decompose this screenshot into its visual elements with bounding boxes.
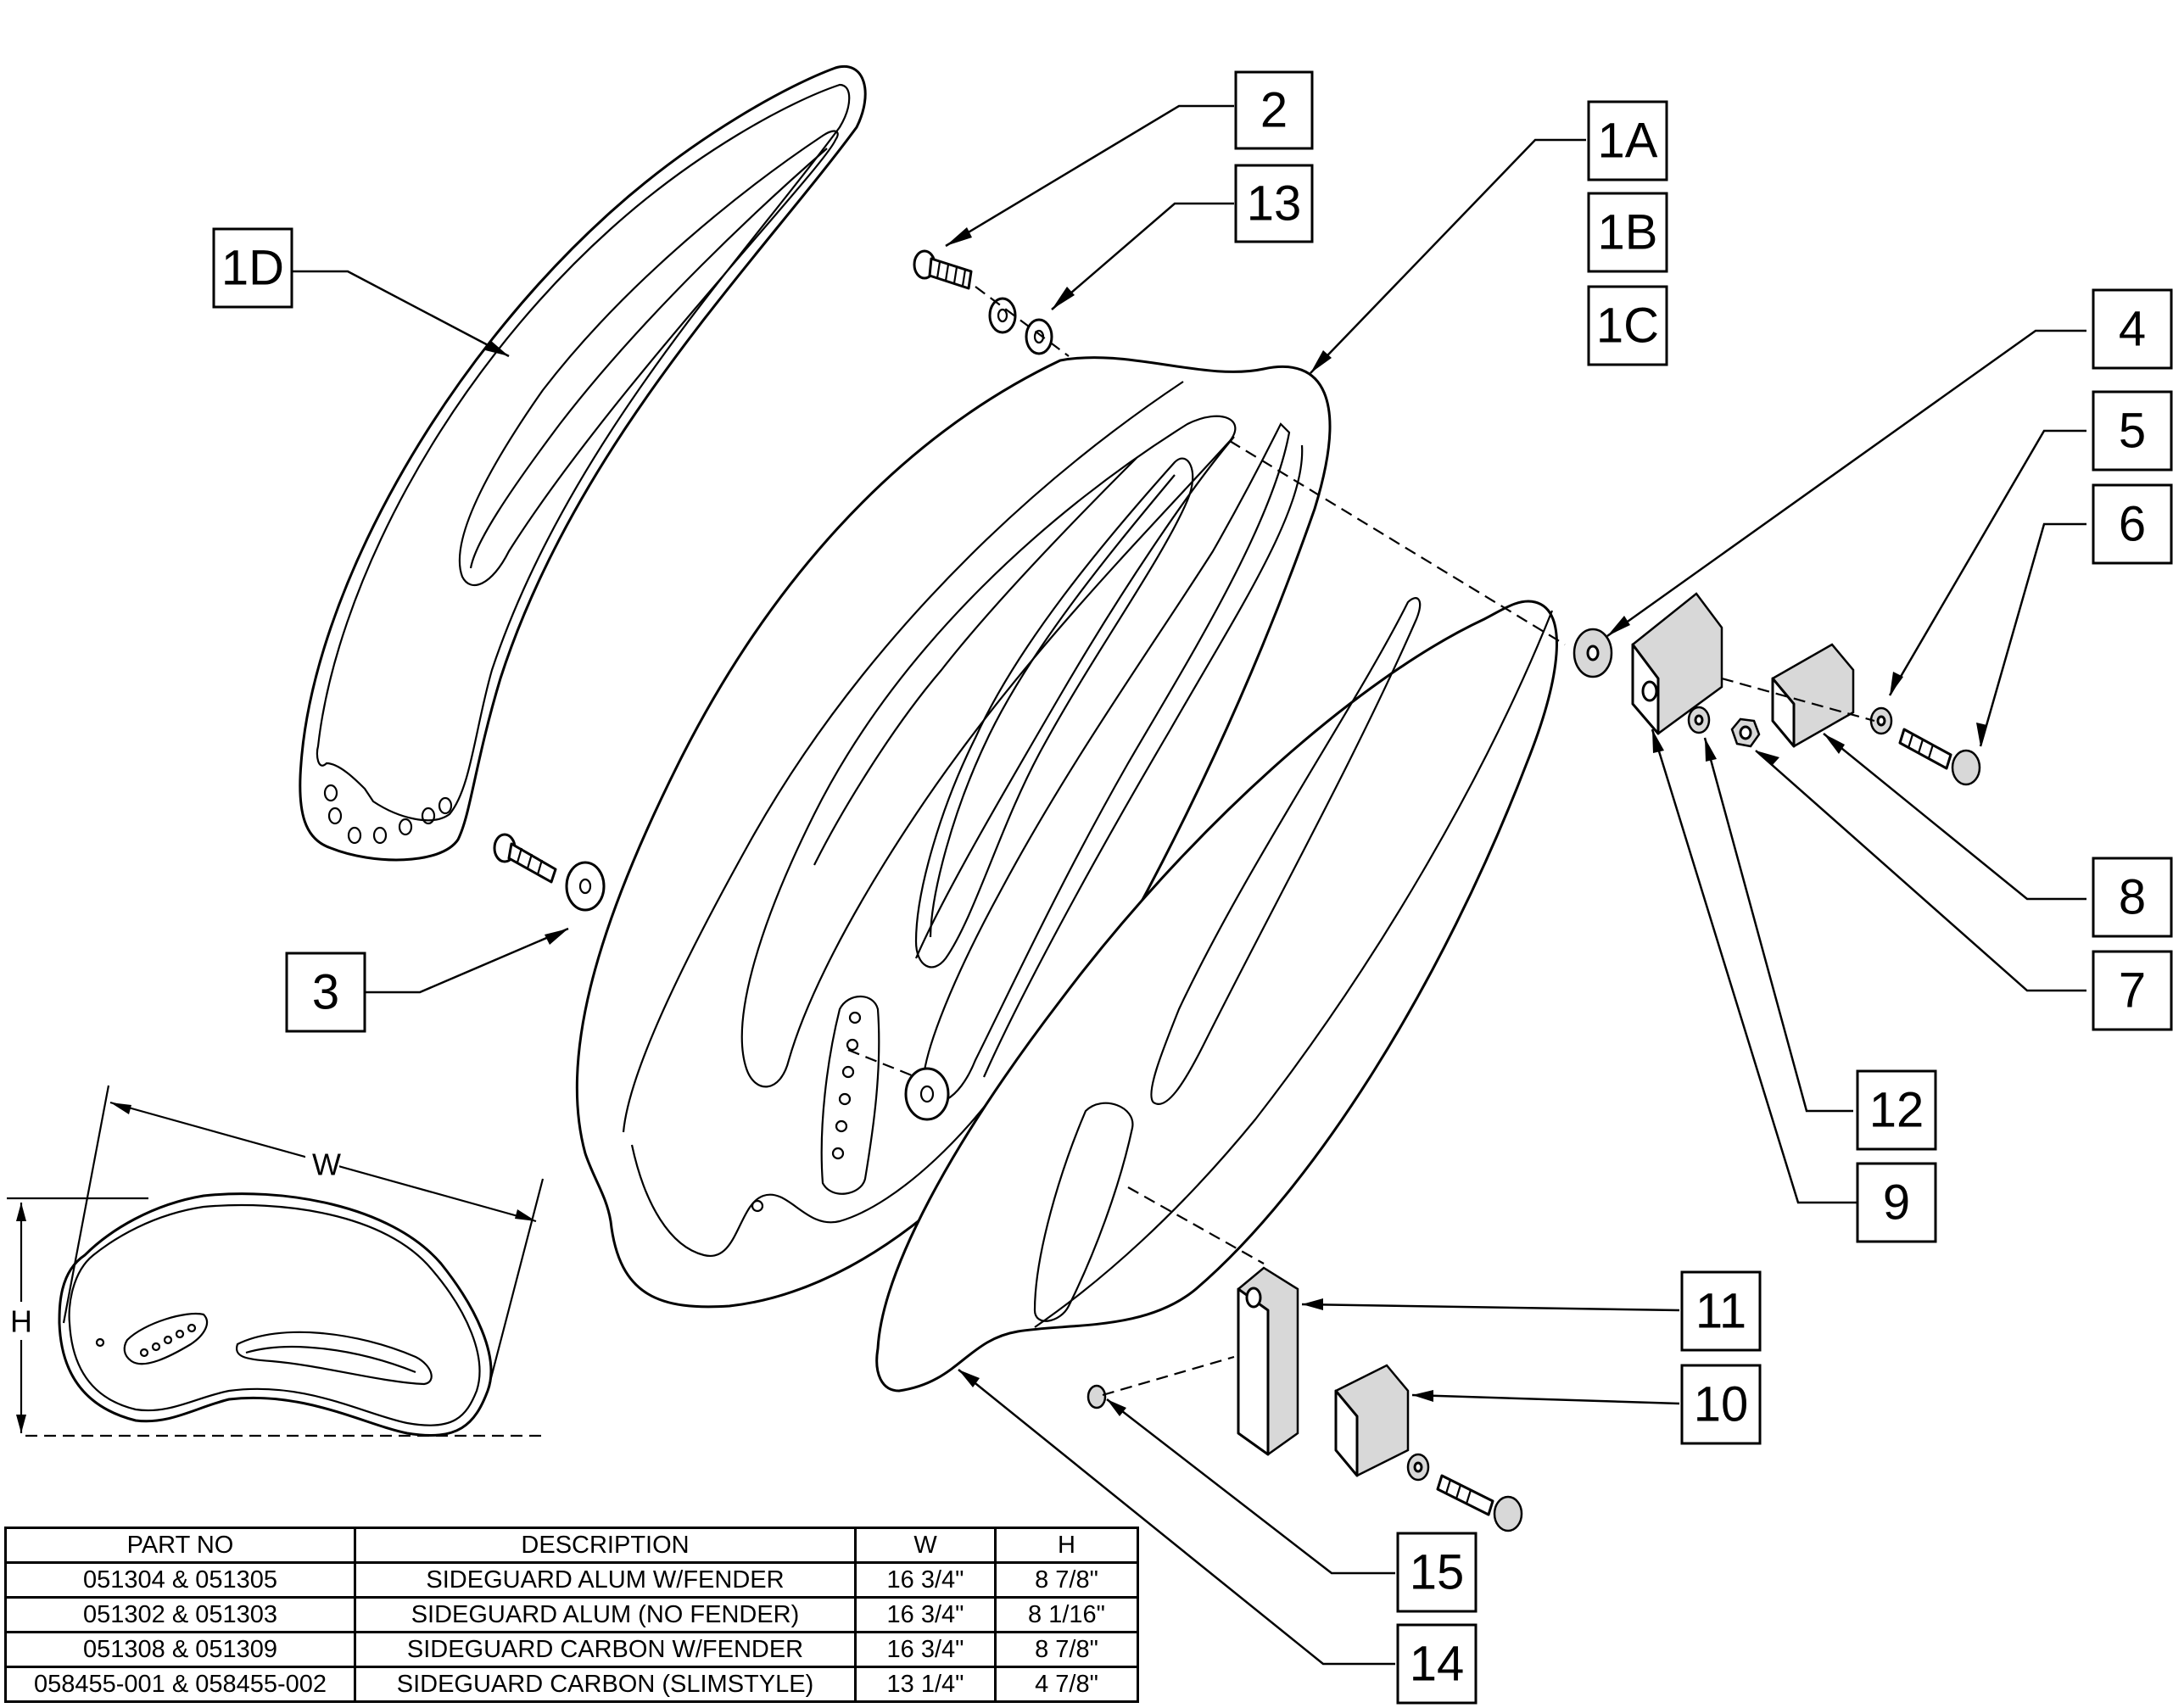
- cell-h: 8 1/16": [994, 1596, 1139, 1633]
- part-6-bolt: [1898, 728, 1981, 786]
- callout-1c: 1C: [1587, 285, 1668, 366]
- svg-text:12: 12: [1869, 1083, 1924, 1138]
- header-part-no: PART NO: [4, 1527, 356, 1564]
- cell-part-no: 051308 & 051309: [4, 1631, 356, 1668]
- cell-description: SIDEGUARD ALUM (NO FENDER): [354, 1596, 857, 1633]
- part-7-nut: [1730, 717, 1761, 748]
- callout-15: 15: [1396, 1532, 1478, 1613]
- part-1abc-hole-slot: [820, 996, 880, 1195]
- part-1d-slim-sideguard: [299, 65, 867, 862]
- cell-h: 8 7/8": [994, 1561, 1139, 1599]
- cell-h: 8 7/8": [994, 1631, 1139, 1668]
- cell-w: 16 3/4": [854, 1561, 997, 1599]
- cell-h: 4 7/8": [994, 1666, 1139, 1703]
- part-9-clamp: [1631, 592, 1723, 735]
- dimension-sketch: W H: [4, 1085, 545, 1437]
- cell-description: SIDEGUARD CARBON (SLIMSTYLE): [354, 1666, 857, 1703]
- svg-text:15: 15: [1410, 1545, 1465, 1600]
- parts-table: PART NO DESCRIPTION W H 051304 & 051305 …: [4, 1527, 1139, 1703]
- table-header-row: PART NO DESCRIPTION W H: [4, 1527, 1139, 1564]
- callout-11: 11: [1680, 1270, 1762, 1352]
- callout-2: 2: [1234, 70, 1314, 150]
- header-h: H: [994, 1527, 1139, 1564]
- height-dimension-label: H: [10, 1304, 32, 1339]
- callout-9: 9: [1856, 1162, 1937, 1243]
- svg-text:6: 6: [2119, 497, 2146, 552]
- callout-1d: 1D: [212, 227, 293, 309]
- svg-text:1C: 1C: [1596, 299, 1659, 354]
- svg-text:8: 8: [2119, 870, 2146, 925]
- cell-description: SIDEGUARD CARBON W/FENDER: [354, 1631, 857, 1668]
- callout-8: 8: [2092, 857, 2173, 938]
- part-4-washer: [1572, 628, 1613, 678]
- callout-1a: 1A: [1587, 100, 1668, 181]
- part-10-washer-bolt: [1406, 1453, 1523, 1532]
- callout-14: 14: [1396, 1623, 1478, 1705]
- svg-text:2: 2: [1260, 83, 1288, 138]
- table-row: 051302 & 051303 SIDEGUARD ALUM (NO FENDE…: [4, 1596, 1139, 1633]
- svg-text:14: 14: [1410, 1637, 1465, 1692]
- callout-13: 13: [1234, 164, 1314, 243]
- callout-4: 4: [2092, 288, 2173, 370]
- part-14-fender: [875, 597, 1558, 1393]
- part-3-screw-washer: [493, 833, 606, 912]
- svg-text:9: 9: [1883, 1175, 1910, 1231]
- callout-1b: 1B: [1587, 192, 1668, 273]
- svg-text:1A: 1A: [1598, 114, 1658, 169]
- part-2-screw-top: [913, 249, 973, 290]
- callout-6: 6: [2092, 483, 2173, 565]
- svg-text:13: 13: [1247, 176, 1302, 232]
- width-dimension-label: W: [312, 1147, 341, 1182]
- part-1d-holes: [323, 784, 453, 845]
- part-5-washer: [1869, 706, 1893, 735]
- svg-text:7: 7: [2119, 963, 2146, 1019]
- table-row: 051308 & 051309 SIDEGUARD CARBON W/FENDE…: [4, 1631, 1139, 1668]
- callout-7: 7: [2092, 950, 2173, 1031]
- callout-3: 3: [285, 952, 366, 1033]
- cell-w: 13 1/4": [854, 1666, 997, 1703]
- cell-description: SIDEGUARD ALUM W/FENDER: [354, 1561, 857, 1599]
- svg-text:4: 4: [2119, 302, 2146, 357]
- callout-12: 12: [1856, 1069, 1937, 1151]
- svg-text:10: 10: [1694, 1377, 1749, 1432]
- part-8-clamp-half: [1771, 643, 1855, 748]
- svg-text:1B: 1B: [1598, 205, 1658, 260]
- cell-part-no: 051304 & 051305: [4, 1561, 356, 1599]
- cell-part-no: 058455-001 & 058455-002: [4, 1666, 356, 1703]
- cell-w: 16 3/4": [854, 1596, 997, 1633]
- cell-part-no: 051302 & 051303: [4, 1596, 356, 1633]
- header-description: DESCRIPTION: [354, 1527, 857, 1564]
- callout-5: 5: [2092, 390, 2173, 472]
- svg-text:1D: 1D: [221, 241, 284, 296]
- cell-w: 16 3/4": [854, 1631, 997, 1668]
- part-1abc-slot-upper: [914, 457, 1194, 968]
- part-10-clamp-half: [1334, 1364, 1410, 1477]
- header-w: W: [854, 1527, 997, 1564]
- svg-text:3: 3: [312, 965, 339, 1020]
- svg-text:11: 11: [1695, 1284, 1746, 1339]
- part-13-washers-top: [988, 297, 1053, 355]
- svg-text:5: 5: [2119, 404, 2146, 459]
- table-row: 058455-001 & 058455-002 SIDEGUARD CARBON…: [4, 1666, 1139, 1703]
- table-row: 051304 & 051305 SIDEGUARD ALUM W/FENDER …: [4, 1561, 1139, 1599]
- part-11-clamp: [1237, 1266, 1299, 1456]
- callout-10: 10: [1680, 1364, 1762, 1445]
- part-12-washer: [1687, 706, 1711, 734]
- part-15-set-screw: [1086, 1384, 1107, 1409]
- leader-lines: [288, 104, 2086, 1666]
